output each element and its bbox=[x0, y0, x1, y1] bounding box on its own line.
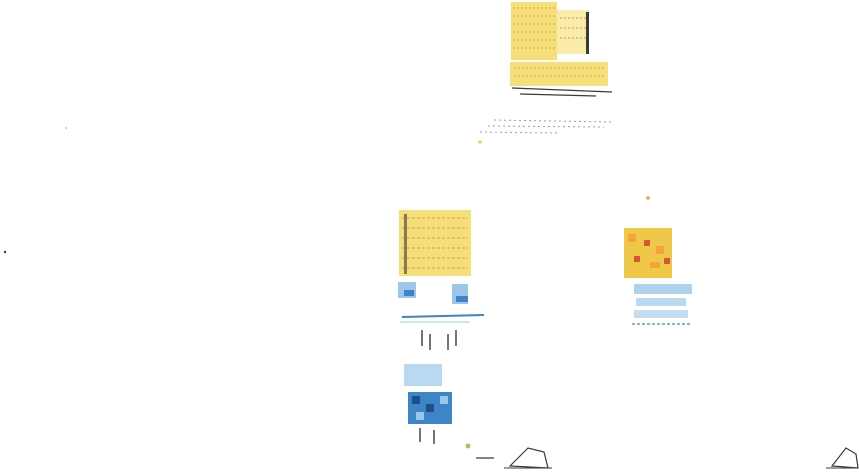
top-cluster-hatching bbox=[513, 7, 604, 77]
bottom-right-fragment bbox=[826, 447, 859, 469]
mid-right-blue-fragments bbox=[632, 284, 692, 325]
small-speck bbox=[465, 443, 471, 449]
small-speck bbox=[478, 140, 482, 144]
top-cluster-edge bbox=[586, 12, 589, 54]
small-speck bbox=[646, 196, 650, 200]
middle-left-cluster bbox=[398, 210, 485, 350]
lower-left-cluster bbox=[404, 364, 494, 459]
dotted-streaks bbox=[479, 119, 613, 134]
top-cluster-base bbox=[510, 62, 608, 86]
mid-left-hatching bbox=[402, 217, 468, 269]
lower-left-speckle bbox=[412, 396, 448, 420]
small-speck bbox=[65, 127, 67, 129]
mid-left-edge bbox=[404, 214, 407, 274]
mid-left-blue-fragments bbox=[398, 282, 468, 304]
top-yellow-cluster bbox=[510, 2, 613, 97]
middle-right-cluster bbox=[624, 228, 692, 325]
bottom-center-fragment bbox=[504, 447, 552, 469]
mid-right-speckle bbox=[628, 234, 670, 268]
top-cluster-block bbox=[511, 2, 557, 60]
top-cluster-shadow-line bbox=[511, 87, 613, 97]
lower-left-ticks bbox=[419, 428, 435, 444]
small-speck bbox=[3, 250, 7, 254]
mid-left-dark-ticks bbox=[421, 330, 457, 350]
top-cluster-side bbox=[557, 10, 589, 54]
lower-left-top bbox=[404, 364, 442, 386]
mid-left-blue-bar bbox=[401, 314, 485, 318]
mid-left-block bbox=[399, 210, 471, 276]
